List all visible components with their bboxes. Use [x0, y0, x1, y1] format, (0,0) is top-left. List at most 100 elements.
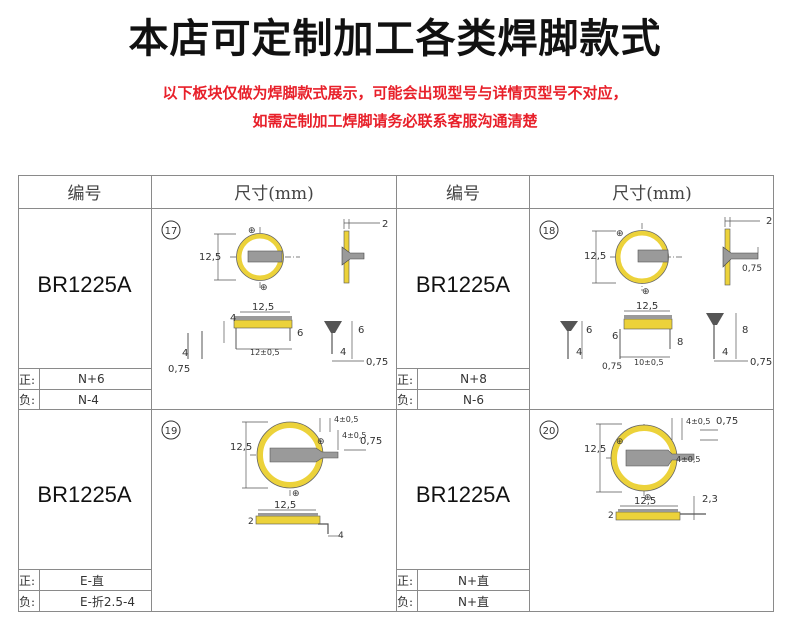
negative-value-18: N-6 — [463, 392, 484, 407]
battery-front-19: 12,5 2 4 — [248, 500, 344, 541]
battery-side-17: 2 — [341, 219, 388, 284]
notice-line-2: 如需定制加工焊脚请务必联系客服沟通清楚 — [252, 112, 538, 130]
drawing-20: 20 ⊕ ⊕ 12,5 4±0,5 0,75 4±0,5 12,5 — [539, 416, 738, 521]
battery-front-18: 12,5 6 8 10±0,5 0,75 — [602, 301, 683, 372]
positive-label-20: 正: — [397, 573, 414, 588]
index-18: 18 — [543, 226, 556, 237]
model-18: BR1225A — [415, 272, 511, 297]
dim-2-front-20: 2 — [608, 511, 614, 521]
dim-125-front-18: 12,5 — [636, 301, 658, 312]
svg-text:⊕: ⊕ — [292, 489, 300, 499]
negative-label-19: 负: — [19, 595, 36, 609]
header-number-2: 编号 — [446, 184, 480, 204]
dim-075-19: 0,75 — [360, 436, 382, 447]
dim-075-17: 0,75 — [168, 364, 190, 375]
svg-text:⊕: ⊕ — [644, 493, 652, 503]
svg-text:⊕: ⊕ — [248, 226, 256, 236]
tab-profile-17: 6 4 0,75 — [324, 321, 388, 368]
dim-075-profile-17: 0,75 — [366, 357, 388, 368]
index-20: 20 — [543, 426, 556, 437]
battery-top-20: ⊕ ⊕ 12,5 4±0,5 0,75 4±0,5 — [584, 416, 738, 503]
positive-label-19: 正: — [19, 573, 36, 588]
dim-diameter-20: 12,5 — [584, 444, 606, 455]
table-grid — [18, 175, 774, 612]
battery-side-18: 2 0,75 — [722, 216, 772, 286]
dim-125-front-20: 12,5 — [634, 496, 656, 507]
dim-125-front-19: 12,5 — [274, 500, 296, 511]
battery-top-19: ⊕ ⊕ 12,5 4±0,5 4±0,5 0,75 — [230, 415, 382, 499]
dim-2-17: 2 — [382, 219, 388, 230]
dim-10-18: 10±0,5 — [634, 358, 664, 367]
header-size: 尺寸(mm) — [234, 184, 314, 204]
dim-125-front-17: 12,5 — [252, 302, 274, 313]
index-badge-17: 17 — [161, 220, 181, 240]
dim-4-front-17: 4 — [230, 313, 236, 324]
dim-4pm-b-20: 4±0,5 — [676, 455, 701, 464]
negative-value-20: N+直 — [457, 595, 490, 609]
battery-top-18: ⊕ ⊕ 12,5 — [584, 223, 682, 297]
solder-tab-table: 编号 尺寸(mm) 编号 尺寸(mm) BR1225A BR1225A BR12… — [18, 175, 774, 612]
index-19: 19 — [165, 426, 178, 437]
negative-label-20: 负: — [397, 595, 414, 609]
dim-diameter-19: 12,5 — [230, 442, 252, 453]
model-17: BR1225A — [37, 272, 132, 297]
battery-top-17: ⊕ ⊕ 12,5 — [199, 226, 300, 293]
dim-6-left-18: 6 — [586, 325, 592, 336]
negative-label-18: 负: — [397, 393, 414, 407]
index-badge-18: 18 — [539, 220, 559, 240]
model-20: BR1225A — [415, 482, 511, 507]
dim-4-profile-17: 4 — [340, 347, 346, 358]
dim-6-profile-17: 6 — [358, 325, 364, 336]
svg-text:⊕: ⊕ — [260, 283, 268, 293]
dim-4pm-a-20: 4±0,5 — [686, 417, 711, 426]
dim-2-18: 2 — [766, 216, 772, 227]
positive-value-20: N+直 — [457, 573, 490, 588]
svg-text:⊕: ⊕ — [616, 437, 624, 447]
model-19: BR1225A — [37, 482, 132, 507]
dim-4pm-a-19: 4±0,5 — [334, 415, 359, 424]
notice-line-1: 以下板块仅做为焊脚款式展示，可能会出现型号与详情页型号不对应， — [162, 84, 628, 102]
battery-front-20: 12,5 2,3 2 — [608, 494, 718, 521]
tab-profile-right-18: 8 4 0,75 — [706, 313, 772, 368]
dim-6-front-17: 6 — [297, 328, 303, 339]
drawing-18: 18 ⊕ ⊕ 12,5 2 0,75 6 — [539, 216, 772, 372]
positive-value-18: N+8 — [460, 372, 487, 386]
index-badge-19: 19 — [161, 420, 181, 440]
dim-8-right-18: 8 — [742, 325, 748, 336]
drawing-17: 17 ⊕ ⊕ 12,5 2 — [161, 219, 388, 375]
positive-value-17: N+6 — [78, 372, 105, 386]
drawing-19: 19 ⊕ ⊕ 12,5 4±0,5 4±0,5 0,75 12,5 — [161, 415, 382, 541]
dim-075-20: 0,75 — [716, 416, 738, 427]
dim-4-side-17: 4 — [182, 348, 188, 359]
svg-text:⊕: ⊕ — [317, 437, 325, 447]
dim-4pm-b-19: 4±0,5 — [342, 431, 367, 440]
index-badge-20: 20 — [539, 420, 559, 440]
page-title: 本店可定制加工各类焊脚款式 — [128, 16, 662, 62]
dim-6-front-18: 6 — [612, 331, 618, 342]
dim-diameter-18: 12,5 — [584, 251, 606, 262]
dim-2-front-19: 2 — [248, 517, 254, 527]
dim-diameter-17: 12,5 — [199, 252, 221, 263]
positive-label-17: 正: — [19, 372, 36, 387]
negative-label-17: 负: — [19, 393, 36, 407]
battery-front-17: 12,5 4 6 12±0,5 4 0,75 — [168, 302, 303, 375]
dim-4-left-18: 4 — [576, 347, 582, 358]
dim-4-front-19: 4 — [338, 531, 344, 541]
dim-075-front-18: 0,75 — [602, 362, 622, 372]
negative-value-19: E-折2.5-4 — [80, 595, 135, 609]
dim-075-side-18: 0,75 — [742, 264, 762, 274]
positive-value-19: E-直 — [80, 573, 104, 588]
dim-4-right-18: 4 — [722, 347, 728, 358]
index-17: 17 — [165, 226, 178, 237]
negative-value-17: N-4 — [78, 392, 99, 407]
tab-profile-left-18: 6 4 — [560, 321, 592, 359]
svg-text:⊕: ⊕ — [616, 229, 624, 239]
svg-text:⊕: ⊕ — [642, 287, 650, 297]
positive-label-18: 正: — [397, 372, 414, 387]
header-size-2: 尺寸(mm) — [612, 184, 692, 204]
dim-23-20: 2,3 — [702, 494, 718, 505]
dim-8-front-18: 8 — [677, 337, 683, 348]
dim-12-17: 12±0,5 — [250, 348, 280, 357]
header-number: 编号 — [67, 184, 102, 204]
dim-075-right-18: 0,75 — [750, 357, 772, 368]
